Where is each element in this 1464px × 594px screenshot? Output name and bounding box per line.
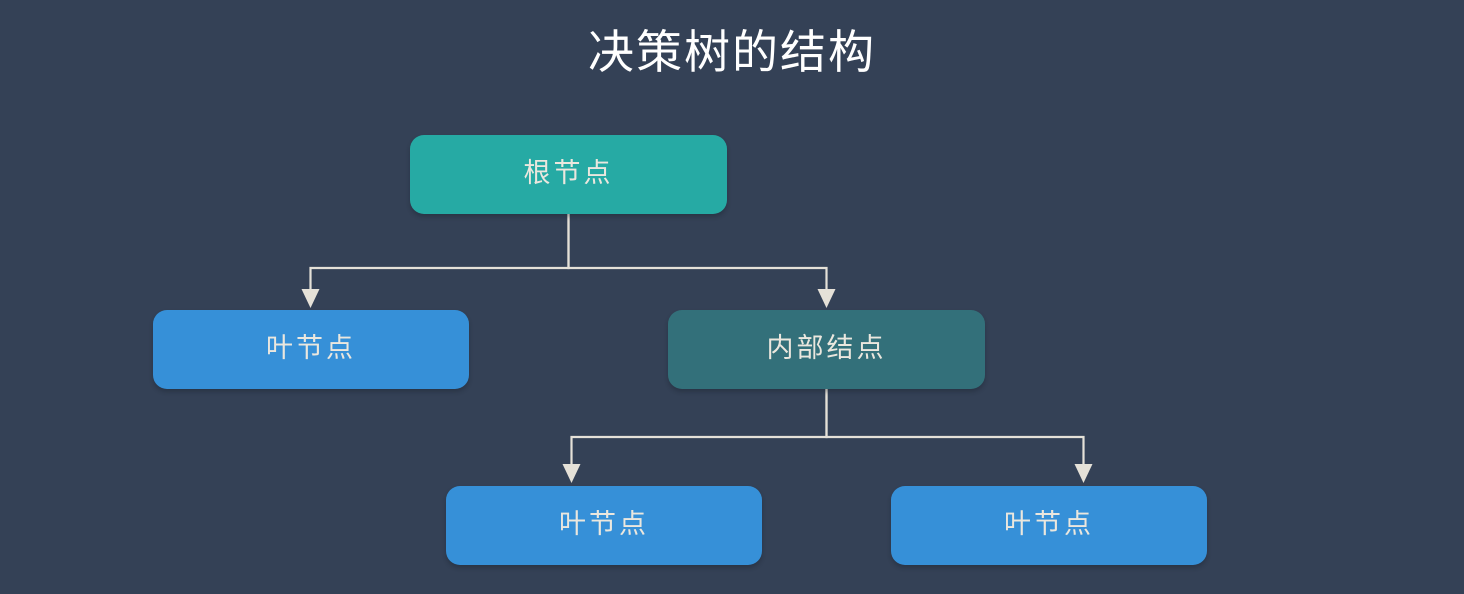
tree-node-root[interactable]: 根节点 bbox=[410, 135, 727, 214]
tree-node-leaf-3[interactable]: 叶节点 bbox=[891, 486, 1207, 565]
arrowhead-icon bbox=[562, 464, 581, 483]
edge-root-leaf1 bbox=[301, 214, 570, 308]
tree-node-label: 叶节点 bbox=[266, 333, 356, 363]
edge-internal1-leaf3 bbox=[825, 389, 1093, 483]
tree-node-label: 叶节点 bbox=[1004, 509, 1094, 539]
tree-node-leaf-2[interactable]: 叶节点 bbox=[446, 486, 762, 565]
page-title: 决策树的结构 bbox=[588, 26, 876, 78]
tree-node-label: 叶节点 bbox=[559, 509, 649, 539]
arrowhead-icon bbox=[1074, 464, 1093, 483]
edge-internal1-leaf2 bbox=[562, 389, 828, 483]
tree-node-label: 根节点 bbox=[523, 158, 614, 188]
edge-root-internal1 bbox=[567, 214, 836, 308]
arrowhead-icon bbox=[301, 289, 320, 308]
tree-node-leaf-1[interactable]: 叶节点 bbox=[153, 310, 469, 389]
arrowhead-icon bbox=[817, 289, 836, 308]
tree-node-label: 内部结点 bbox=[766, 333, 887, 363]
tree-node-internal-1[interactable]: 内部结点 bbox=[668, 310, 985, 389]
